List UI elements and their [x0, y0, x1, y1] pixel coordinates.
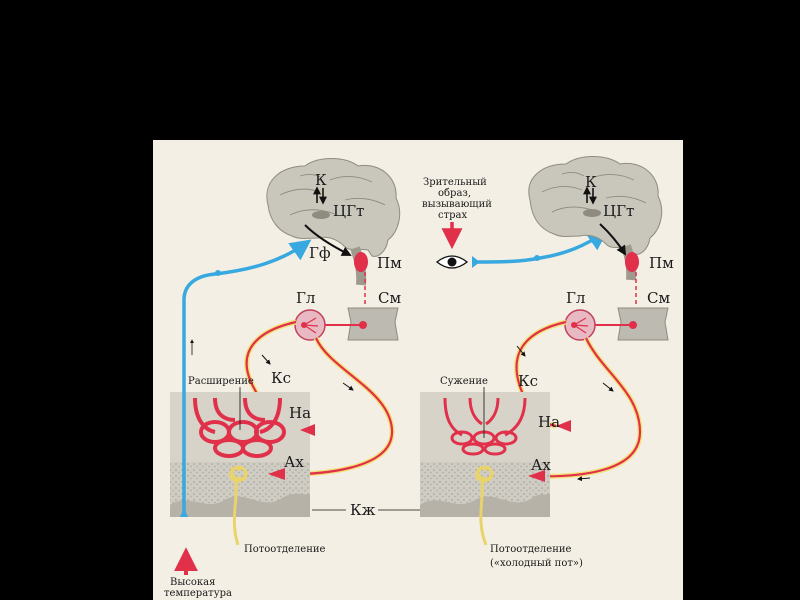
- left-brain: [266, 158, 401, 257]
- left-label-sm: См: [378, 289, 401, 307]
- left-stimulus-line1: Высокая: [170, 577, 215, 588]
- left-stimulus-line2: температура: [164, 588, 232, 599]
- left-spinal-center: [354, 252, 368, 272]
- visual-line3: вызывающий: [422, 199, 492, 210]
- center-visual-stimulus: Зрительный образ, вызывающий страх Кж: [312, 177, 609, 519]
- left-label-ks: Кс: [271, 369, 291, 387]
- right-spinal-center: [625, 252, 639, 272]
- right-label-pm: Пм: [649, 254, 674, 272]
- left-label-cgt: ЦГт: [333, 202, 364, 220]
- right-label-sweat-line1: Потоотделение: [490, 544, 572, 555]
- right-label-k: К: [585, 173, 597, 191]
- visual-line2: образ,: [438, 188, 471, 199]
- left-label-gl: Гл: [296, 289, 315, 307]
- right-label-gl: Гл: [566, 289, 585, 307]
- right-label-sm: См: [647, 289, 670, 307]
- right-label-state: Сужение: [440, 376, 488, 387]
- label-kzh: Кж: [350, 501, 376, 519]
- right-spinal-segment: [617, 307, 669, 341]
- left-label-k: К: [315, 171, 327, 189]
- right-label-ax: Ах: [531, 456, 551, 474]
- left-label-na: На: [289, 404, 311, 422]
- left-label-ax: Ах: [284, 453, 304, 471]
- right-label-sweat-line2: («холодный пот»): [490, 558, 583, 569]
- left-label-pm: Пм: [377, 254, 402, 272]
- left-label-gf: Гф: [309, 244, 331, 262]
- eye-icon: [435, 255, 469, 269]
- left-scheme: К ЦГт Гф Пм См Гл Кс: [164, 158, 402, 599]
- left-label-state: Расширение: [188, 376, 254, 387]
- left-spinal-segment: [347, 307, 399, 341]
- left-label-sweat: Потоотделение: [244, 544, 326, 555]
- left-hypothalamus: [312, 211, 330, 219]
- right-hypothalamus: [583, 209, 601, 217]
- left-sweat-gland: [229, 465, 248, 546]
- visual-line4: страх: [438, 210, 467, 221]
- right-scheme: К ЦГт Пм См Гл Кс Сужение: [420, 156, 674, 569]
- right-label-na: На: [538, 413, 560, 431]
- right-brain: [528, 156, 663, 255]
- left-vessels: [193, 397, 286, 458]
- right-label-ks: Кс: [518, 372, 538, 390]
- visual-line1: Зрительный: [423, 177, 487, 188]
- right-sweat-gland: [475, 465, 494, 546]
- right-label-cgt: ЦГт: [603, 202, 634, 220]
- left-afferent-nerve: [182, 239, 312, 515]
